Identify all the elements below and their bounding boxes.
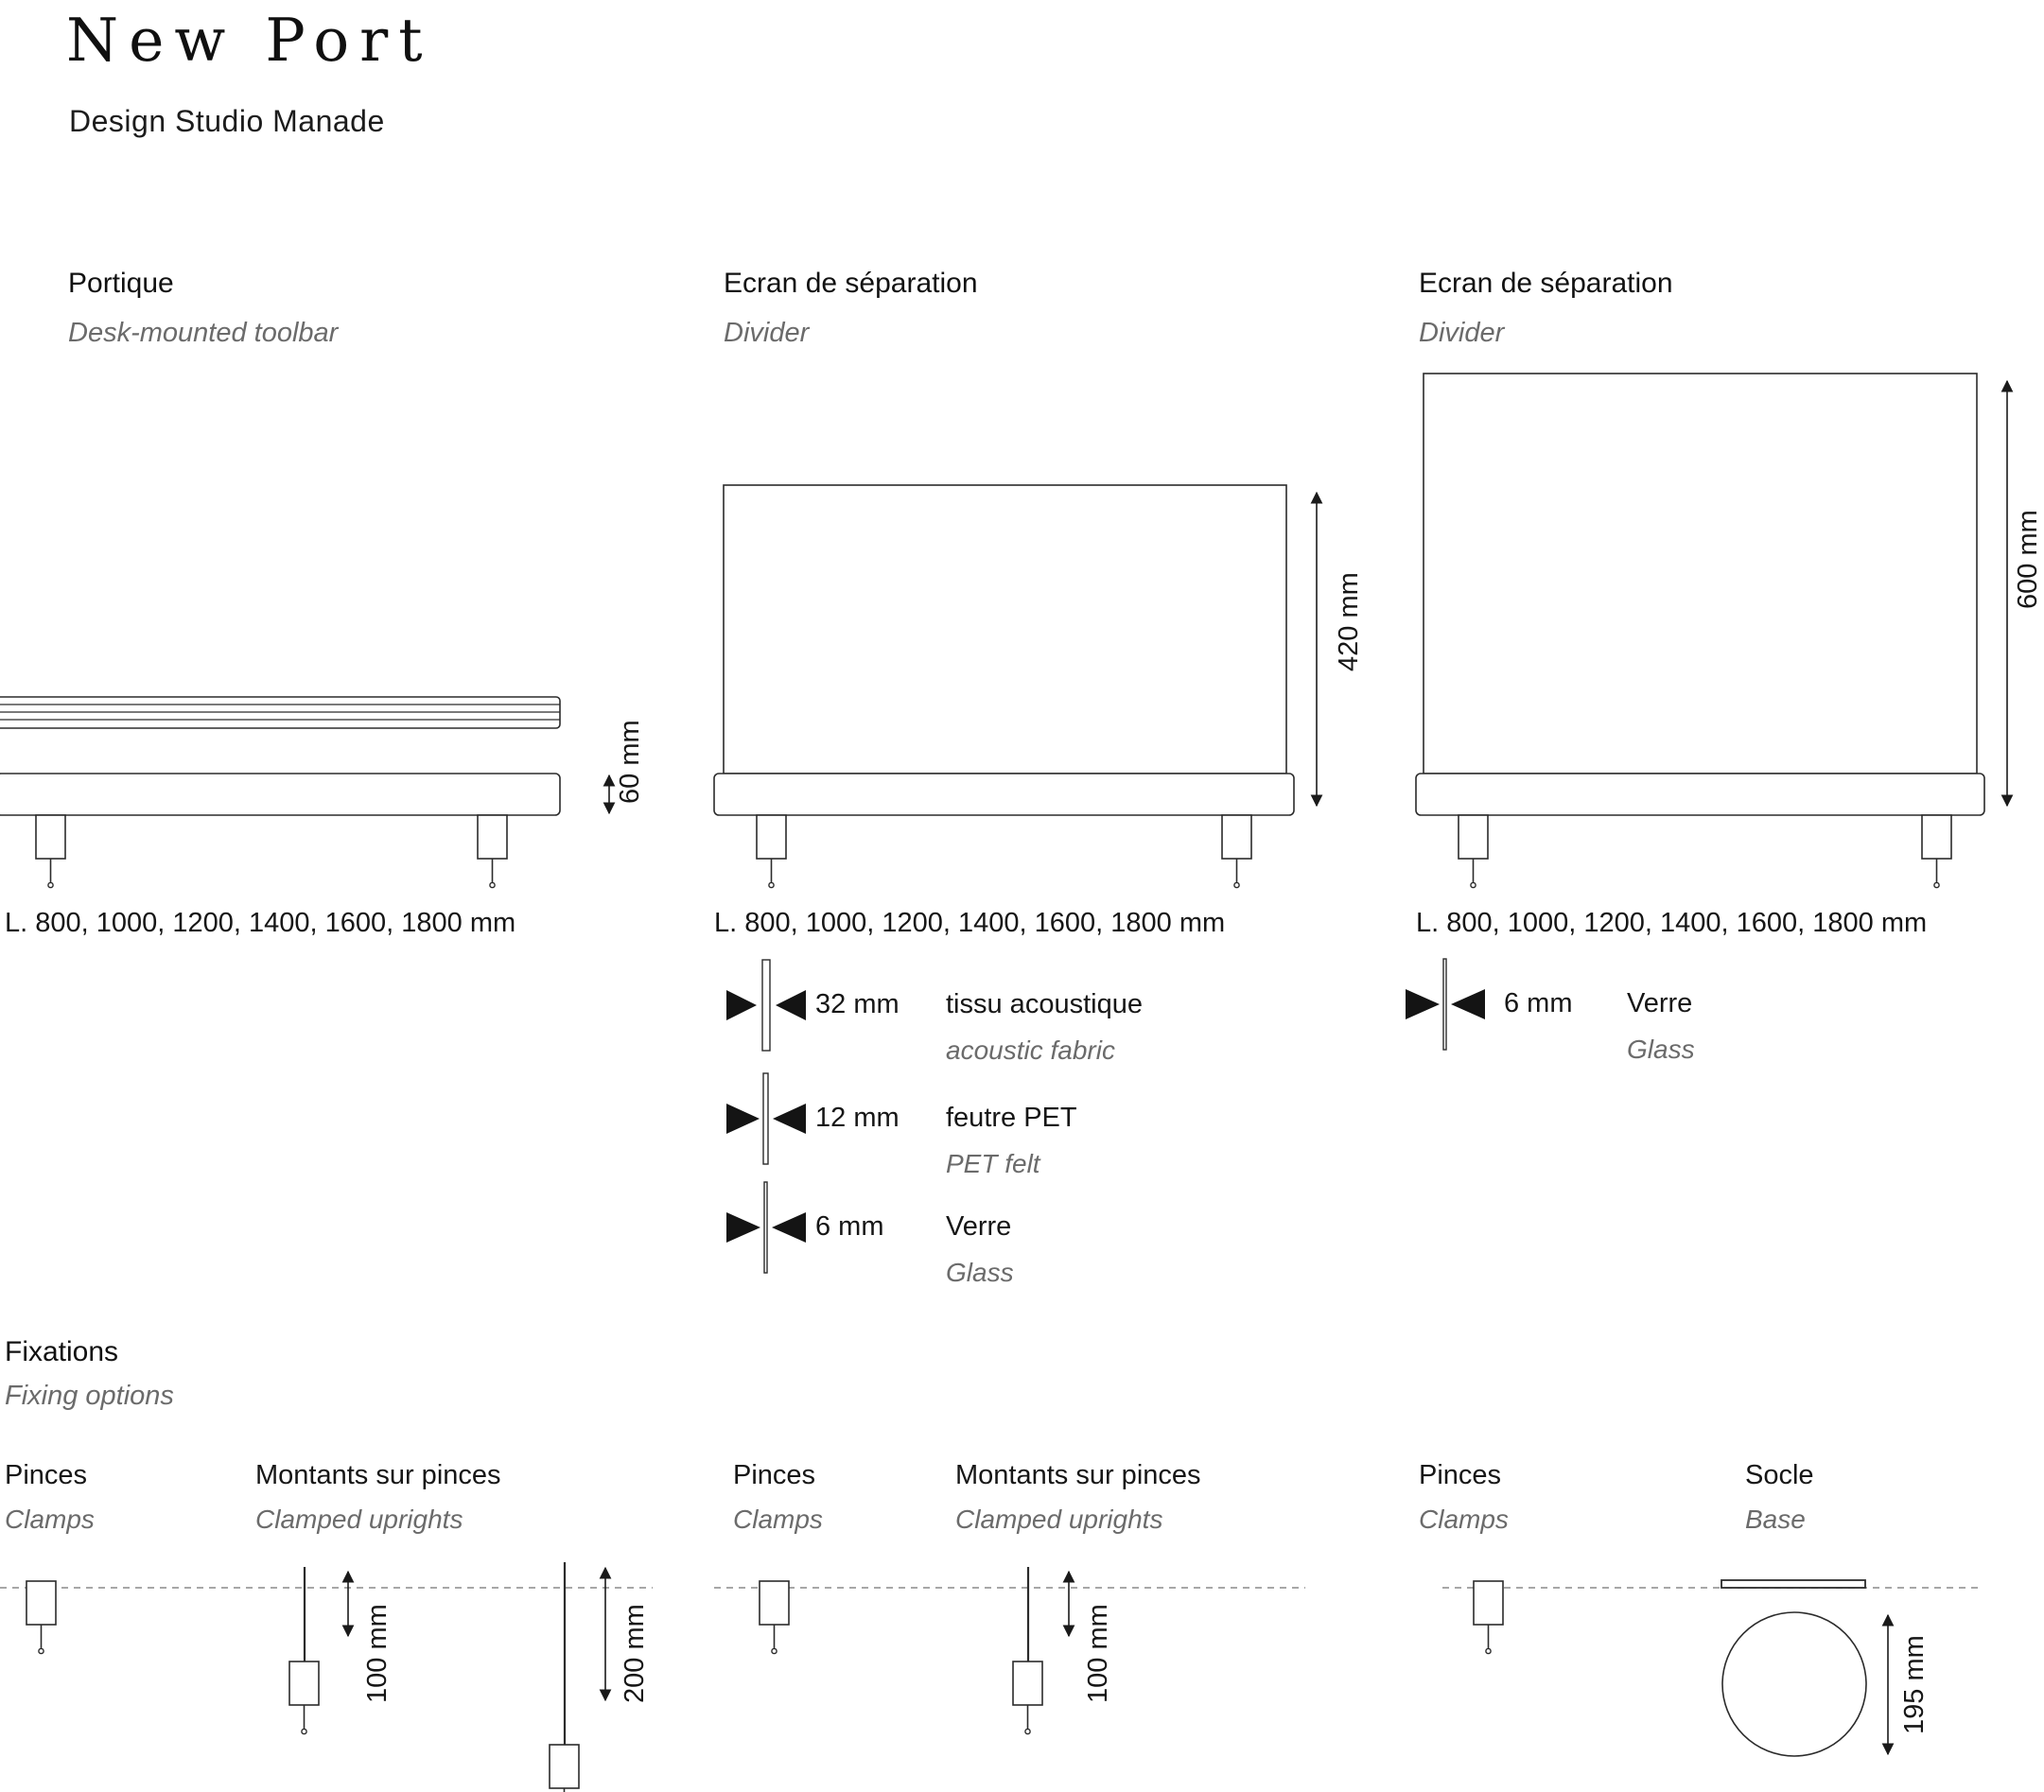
dimension-label-100mm: 100 mm [362, 1604, 393, 1704]
material-thickness: 6 mm [1504, 988, 1573, 1018]
column-subtitle-portique: Desk-mounted toolbar [68, 318, 339, 348]
fixation-label-en-uprights-2: Clamped uprights [955, 1505, 1163, 1534]
dimension-label-420mm: 420 mm [1334, 572, 1364, 672]
fixation-label-en-clamps-2: Clamps [733, 1505, 823, 1534]
toolbar-drawing [0, 696, 616, 889]
fixation-upright-100 [288, 1567, 355, 1735]
fixation-label-uprights-2: Montants sur pinces [955, 1460, 1201, 1490]
fixation-label-base: Socle [1745, 1460, 1814, 1490]
clamp-icon [1221, 814, 1252, 889]
column-title-divider-1: Ecran de séparation [724, 268, 978, 299]
dimension-label-600mm: 600 mm [2013, 510, 2043, 610]
page-title: New Port [66, 6, 433, 75]
material-name: Verre [946, 1211, 1012, 1242]
studio-name: Design Studio Manade [69, 104, 385, 138]
material-name-en: acoustic fabric [946, 1035, 1115, 1065]
fixation-label-clamps-1: Pinces [5, 1460, 88, 1490]
fixation-base [1721, 1579, 1895, 1757]
fixation-label-clamps-2: Pinces [733, 1460, 816, 1490]
fixations-title: Fixations [5, 1336, 119, 1367]
thickness-symbol-glass-6mm [1406, 958, 1485, 1051]
column-subtitle-divider-1: Divider [724, 318, 810, 348]
fixation-label-en-base: Base [1745, 1505, 1806, 1534]
column-subtitle-divider-2: Divider [1419, 318, 1505, 348]
fixation-label-en-clamps-3: Clamps [1419, 1505, 1509, 1534]
clamp-icon [756, 814, 787, 889]
divider-420-drawing [713, 484, 1323, 889]
material-thickness: 12 mm [815, 1103, 900, 1133]
material-thickness: 32 mm [815, 989, 900, 1019]
fixation-clamp-1 [26, 1580, 57, 1655]
material-thickness: 6 mm [815, 1211, 884, 1242]
column-title-portique: Portique [68, 268, 174, 299]
clamp-icon [1921, 814, 1952, 889]
thickness-symbol-12mm [726, 1072, 806, 1165]
fixation-label-en-clamps-1: Clamps [5, 1505, 95, 1534]
thickness-symbol-6mm [726, 1181, 806, 1274]
fixation-clamp-2 [759, 1580, 790, 1655]
lengths-divider-1: L. 800, 1000, 1200, 1400, 1600, 1800 mm [714, 908, 1226, 938]
clamp-icon [1458, 814, 1489, 889]
dimension-label-200mm: 200 mm [620, 1604, 650, 1704]
dimension-label-60mm: 60 mm [615, 720, 645, 805]
material-name-en: Glass [1627, 1035, 1695, 1064]
clamp-icon [477, 814, 508, 889]
material-name-en: PET felt [946, 1149, 1040, 1178]
dimension-label-100mm-b: 100 mm [1083, 1604, 1113, 1704]
fixation-label-en-uprights-1: Clamped uprights [255, 1505, 463, 1534]
material-name-en: Glass [946, 1258, 1014, 1287]
material-name: Verre [1627, 988, 1693, 1018]
lengths-divider-2: L. 800, 1000, 1200, 1400, 1600, 1800 mm [1416, 908, 1928, 938]
lengths-portique: L. 800, 1000, 1200, 1400, 1600, 1800 mm [5, 908, 516, 938]
divider-600-drawing [1415, 373, 2014, 889]
fixations-subtitle: Fixing options [5, 1381, 174, 1411]
material-name: tissu acoustique [946, 989, 1143, 1019]
material-name: feutre PET [946, 1103, 1077, 1133]
fixation-label-clamps-3: Pinces [1419, 1460, 1502, 1490]
fixation-clamp-3 [1473, 1580, 1504, 1655]
thickness-symbol-32mm [726, 959, 806, 1052]
fixation-upright-100-b [1012, 1567, 1075, 1735]
column-title-divider-2: Ecran de séparation [1419, 268, 1673, 299]
fixation-upright-200 [549, 1562, 612, 1792]
dimension-label-195mm: 195 mm [1899, 1635, 1930, 1735]
fixation-label-uprights-1: Montants sur pinces [255, 1460, 501, 1490]
clamp-icon [35, 814, 66, 889]
